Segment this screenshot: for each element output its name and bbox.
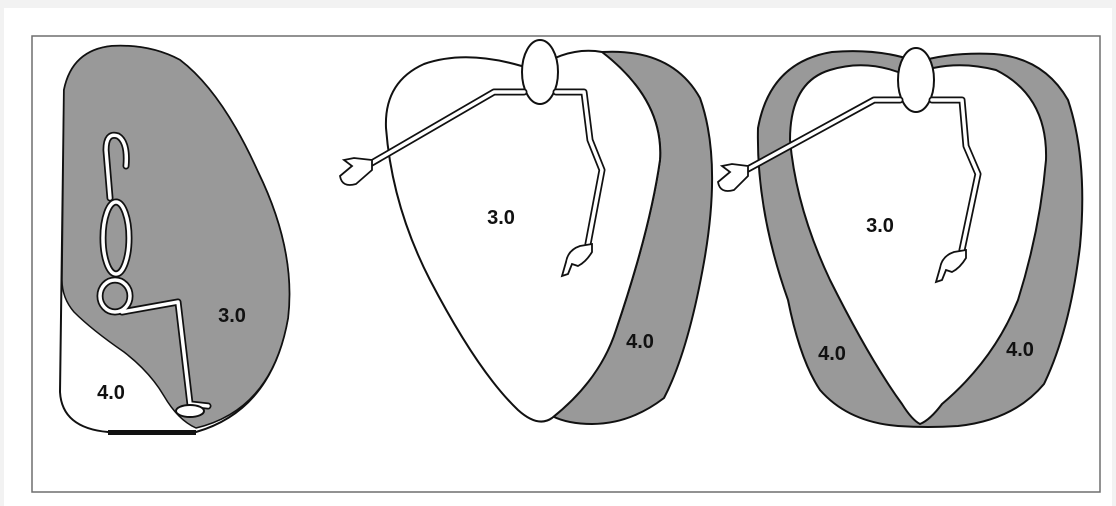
heart3-main-label: 3.0	[866, 215, 894, 237]
heart2-main-label: 3.0	[487, 207, 515, 229]
heart2-head	[522, 40, 558, 104]
seated-foot	[176, 405, 204, 417]
seated-lower-region-label: 4.0	[97, 382, 125, 404]
heart3-head	[898, 48, 934, 112]
ground-bar	[108, 430, 196, 435]
heart3-right-label: 4.0	[1006, 339, 1034, 361]
heart2-right-label: 4.0	[626, 331, 654, 353]
seated-upper-region-label: 3.0	[218, 305, 246, 327]
heart3-left-label: 4.0	[818, 343, 846, 365]
